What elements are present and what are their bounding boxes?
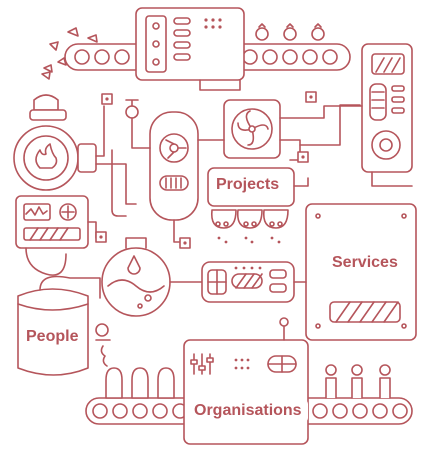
control-panel (15, 195, 107, 276)
mixer-bowl (101, 237, 203, 317)
furnace (13, 93, 137, 205)
services-label: Services (326, 252, 404, 274)
people-label: People (20, 326, 85, 348)
battery-machine (299, 43, 413, 187)
organisations-label: Organisations (188, 400, 308, 422)
top-conveyor (41, 7, 351, 91)
projects-label: Projects (210, 174, 286, 196)
organisations-machine (183, 317, 309, 445)
middle-console (201, 261, 307, 303)
fan-unit (223, 91, 363, 163)
central-tank (111, 99, 225, 249)
